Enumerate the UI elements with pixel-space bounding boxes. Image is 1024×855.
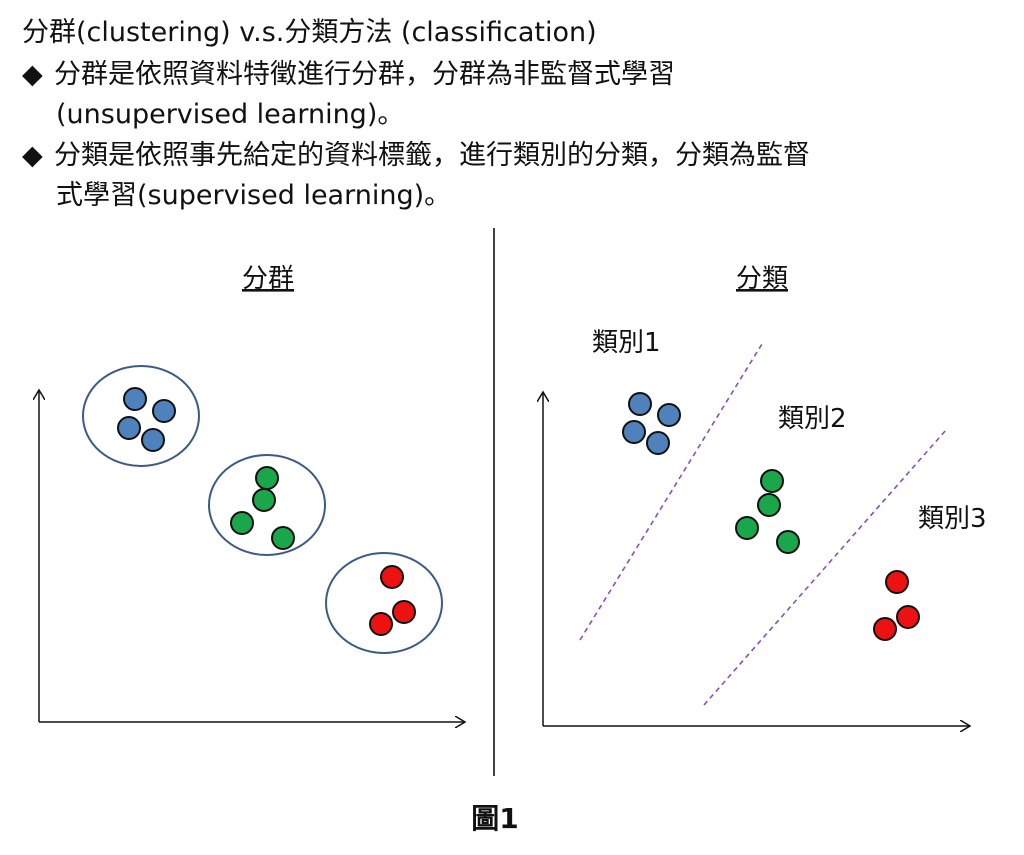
classification-panel-title: 分類	[736, 264, 788, 294]
decision-boundary-2	[703, 429, 947, 706]
bullet-classification: ◆ 分類是依照事先給定的資料標籤，進行類別的分類，分類為監督	[22, 133, 810, 172]
data-point	[123, 387, 147, 411]
data-point	[757, 493, 781, 517]
cluster-green	[208, 454, 326, 556]
class-label-3: 類別3	[918, 504, 987, 534]
data-point	[776, 530, 800, 554]
class-label-1: 類別1	[592, 328, 661, 358]
bullet-clustering: ◆ 分群是依照資料特徵進行分群，分群為非監督式學習	[22, 52, 675, 91]
data-point	[271, 526, 295, 550]
cluster-blue	[82, 365, 200, 467]
data-point	[735, 516, 759, 540]
data-point	[760, 469, 784, 493]
data-point	[873, 617, 897, 641]
data-point	[141, 428, 165, 452]
data-point	[255, 466, 279, 490]
clustering-panel: 分群	[39, 264, 465, 722]
class-2-points	[735, 469, 800, 554]
data-point	[117, 416, 141, 440]
class-label-2: 類別2	[778, 404, 847, 434]
data-point	[628, 392, 652, 416]
page-title: 分群(clustering) v.s.分類方法 (classification)	[22, 17, 597, 48]
data-point	[657, 403, 681, 427]
class-1-points	[622, 392, 681, 455]
diamond-bullet-icon: ◆	[22, 59, 43, 90]
data-point	[622, 420, 646, 444]
data-point	[369, 612, 393, 636]
cluster-red	[325, 552, 443, 654]
bullet-classification-continuation: 式學習(supervised learning)。	[56, 180, 452, 211]
bullet-clustering-continuation: (unsupervised learning)。	[56, 99, 405, 130]
cluster-ellipse	[208, 454, 326, 556]
data-point	[885, 570, 909, 594]
data-point	[392, 600, 416, 624]
bullet-clustering-text: 分群是依照資料特徵進行分群，分群為非監督式學習	[54, 59, 675, 90]
data-point	[152, 399, 176, 423]
clustering-panel-title: 分群	[242, 264, 294, 294]
classification-panel: 分類 類別1 類別2 類別3	[543, 264, 987, 726]
data-point	[230, 511, 254, 535]
bullet-classification-text: 分類是依照事先給定的資料標籤，進行類別的分類，分類為監督	[54, 140, 810, 171]
figure-caption: 圖1	[471, 802, 519, 835]
data-point	[646, 431, 670, 455]
data-point	[252, 488, 276, 512]
diamond-bullet-icon: ◆	[22, 140, 43, 171]
cluster-ellipse	[82, 365, 200, 467]
data-point	[896, 605, 920, 629]
data-point	[380, 565, 404, 589]
decision-boundary-1	[579, 343, 763, 641]
cluster-ellipse	[325, 552, 443, 654]
class-3-points	[873, 570, 920, 641]
